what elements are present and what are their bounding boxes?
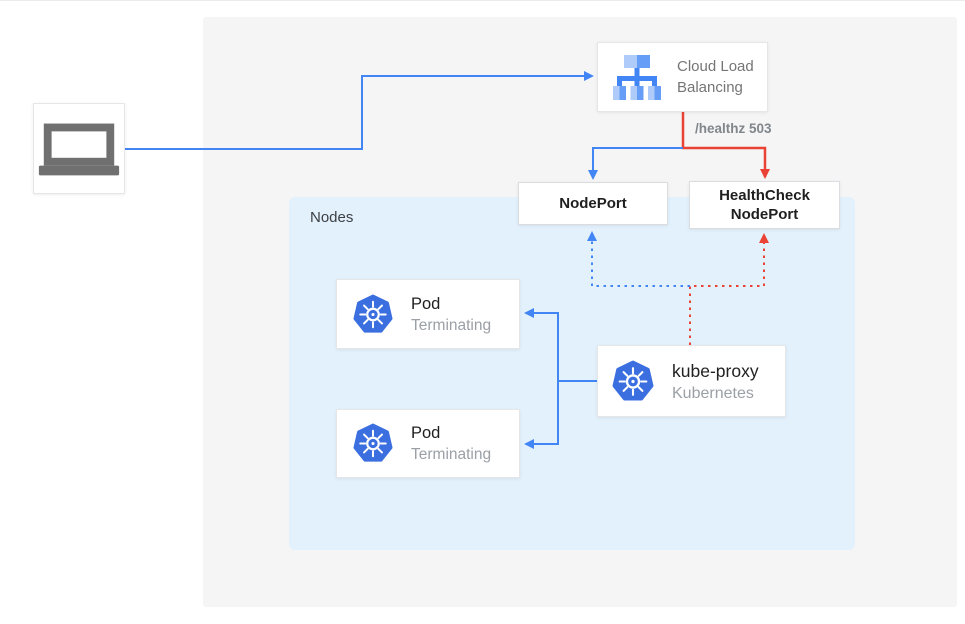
client-laptop-card bbox=[33, 103, 125, 194]
kube-proxy-card: kube-proxy Kubernetes bbox=[597, 345, 786, 417]
cloud-load-balancing-label-line2: Balancing bbox=[677, 79, 743, 96]
pod-2-status: Terminating bbox=[411, 446, 492, 463]
kube-proxy-subtitle: Kubernetes bbox=[672, 384, 754, 402]
cloud-load-balancing-label-line1: Cloud Load bbox=[677, 58, 754, 75]
pod-2-title: Pod bbox=[411, 424, 441, 442]
kubernetes-icon bbox=[353, 423, 393, 464]
nodeport-label: NodePort bbox=[559, 195, 627, 212]
pod-1-card: Pod Terminating bbox=[336, 279, 520, 349]
kubernetes-icon bbox=[353, 294, 393, 335]
nodes-label: Nodes bbox=[310, 209, 354, 226]
nodeport-card: NodePort bbox=[518, 182, 668, 225]
pod-1-title: Pod bbox=[411, 294, 441, 313]
laptop-icon bbox=[38, 123, 120, 176]
healthcheck-nodeport-label-line2: NodePort bbox=[730, 206, 799, 223]
cloud-load-balancing-card: Cloud Load Balancing bbox=[597, 42, 768, 112]
cloud-load-balancing-icon bbox=[613, 55, 661, 100]
pod-2-card: Pod Terminating bbox=[336, 409, 520, 478]
kube-proxy-title: kube-proxy bbox=[672, 360, 759, 381]
healthcheck-nodeport-card: HealthCheck NodePort bbox=[689, 181, 840, 229]
kubernetes-icon bbox=[612, 360, 654, 403]
healthz-503-label: /healthz 503 bbox=[695, 121, 772, 136]
pod-1-status: Terminating bbox=[411, 316, 492, 334]
healthcheck-nodeport-label-line1: HealthCheck bbox=[719, 187, 810, 204]
